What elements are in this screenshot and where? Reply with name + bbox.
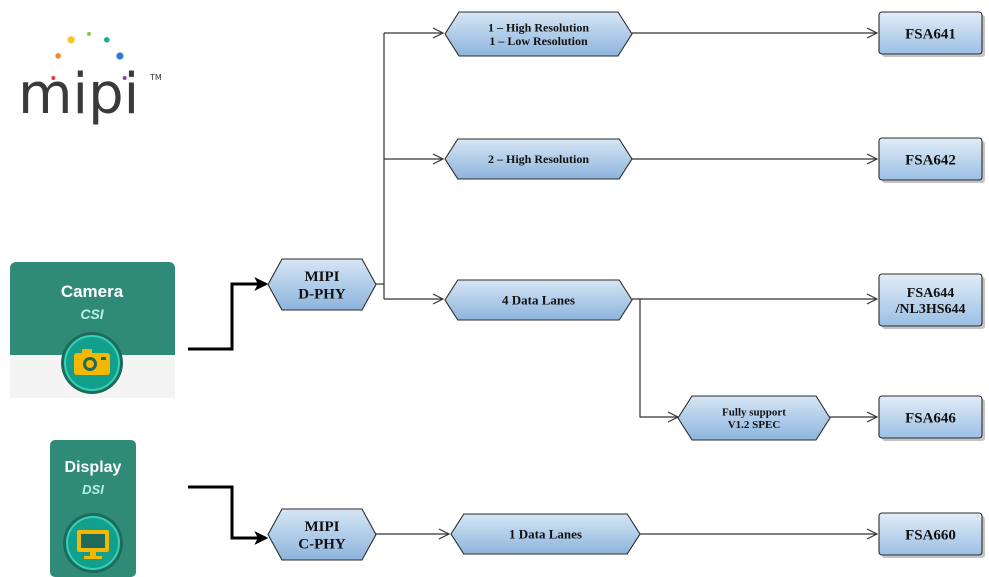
mipi-cphy-node-shape xyxy=(267,508,377,561)
part-fsa644-box: FSA644/NL3HS644 xyxy=(878,273,985,329)
mipi-logo: mipi TM xyxy=(18,31,162,127)
mipi-dphy-node-label: MIPI xyxy=(305,269,340,285)
connectors xyxy=(188,33,877,545)
logo-dot xyxy=(67,36,75,44)
part-fsa644-box-shape xyxy=(878,273,983,327)
logo-dot xyxy=(116,52,124,60)
display-to-cphy-arrow xyxy=(188,485,269,545)
camera-tile-title: Camera xyxy=(61,282,124,301)
feature-one-data-lane: 1 Data Lanes xyxy=(450,513,641,555)
feature-one-data-lane-label: 1 Data Lanes xyxy=(509,527,582,542)
part-fsa641-box-label: FSA641 xyxy=(905,26,956,42)
feature-two-high-resolution-shape xyxy=(444,138,633,180)
feature-one-data-lane-shape xyxy=(450,513,641,555)
part-fsa660-box-shape xyxy=(878,512,983,556)
feature-v12-spec-support-label: V1.2 SPEC xyxy=(728,419,781,431)
feature-v12-spec-support-shape xyxy=(677,395,831,441)
part-fsa641-box-shape xyxy=(878,11,983,55)
display-tile-subtitle: DSI xyxy=(82,482,104,497)
part-fsa644-box-label: /NL3HS644 xyxy=(894,302,965,317)
camera-icon xyxy=(61,332,123,394)
part-fsa642-box: FSA642 xyxy=(878,137,985,183)
logo-trademark: TM xyxy=(149,73,162,82)
logo-dot xyxy=(51,76,56,80)
camera-csi-tile: Camera CSI xyxy=(10,262,175,398)
feature-high-low-resolution-shape xyxy=(444,11,633,57)
display-dsi-tile: Display DSI xyxy=(50,440,136,577)
part-fsa646-box-shape xyxy=(878,395,983,439)
feature-two-high-resolution-label: 2 – High Resolution xyxy=(488,152,589,166)
part-fsa660-box: FSA660 xyxy=(878,512,985,558)
mipi-cphy-node-label: MIPI xyxy=(305,519,340,535)
part-fsa642-box-label: FSA642 xyxy=(905,152,956,168)
feature-four-data-lanes-shape xyxy=(444,279,633,321)
logo-dot xyxy=(87,31,91,36)
part-fsa641-box: FSA641 xyxy=(878,11,985,57)
display-tile-title: Display xyxy=(65,459,122,476)
feature-four-data-lanes: 4 Data Lanes xyxy=(444,279,633,321)
feature-high-low-resolution-label: 1 – Low Resolution xyxy=(489,34,588,48)
part-fsa660-box-label: FSA660 xyxy=(905,527,956,543)
part-fsa646-box-label: FSA646 xyxy=(905,410,956,426)
logo-dot-arc xyxy=(51,31,127,80)
camera-to-dphy-arrow xyxy=(188,277,269,351)
part-fsa644-box-label: FSA644 xyxy=(907,286,954,301)
mipi-cphy-node-label: C-PHY xyxy=(298,536,346,552)
mipi-dphy-node-shape xyxy=(267,258,377,311)
monitor-icon xyxy=(63,513,123,573)
feature-high-low-resolution-label: 1 – High Resolution xyxy=(488,20,589,34)
logo-dot xyxy=(104,37,110,43)
feature-two-high-resolution: 2 – High Resolution xyxy=(444,138,633,180)
feature-v12-spec-support-label: Fully support xyxy=(722,407,786,419)
f3-to-f4-arrow xyxy=(639,299,678,417)
logo-dot xyxy=(55,53,61,59)
camera-tile-subtitle: CSI xyxy=(80,306,104,322)
part-fsa646-box: FSA646 xyxy=(878,395,985,441)
part-fsa642-box-shape xyxy=(878,137,983,181)
feature-four-data-lanes-label: 4 Data Lanes xyxy=(502,293,575,308)
logo-wordmark: mipi xyxy=(18,62,139,127)
mipi-dphy-node-label: D-PHY xyxy=(298,286,346,302)
logo-dot xyxy=(122,76,127,80)
